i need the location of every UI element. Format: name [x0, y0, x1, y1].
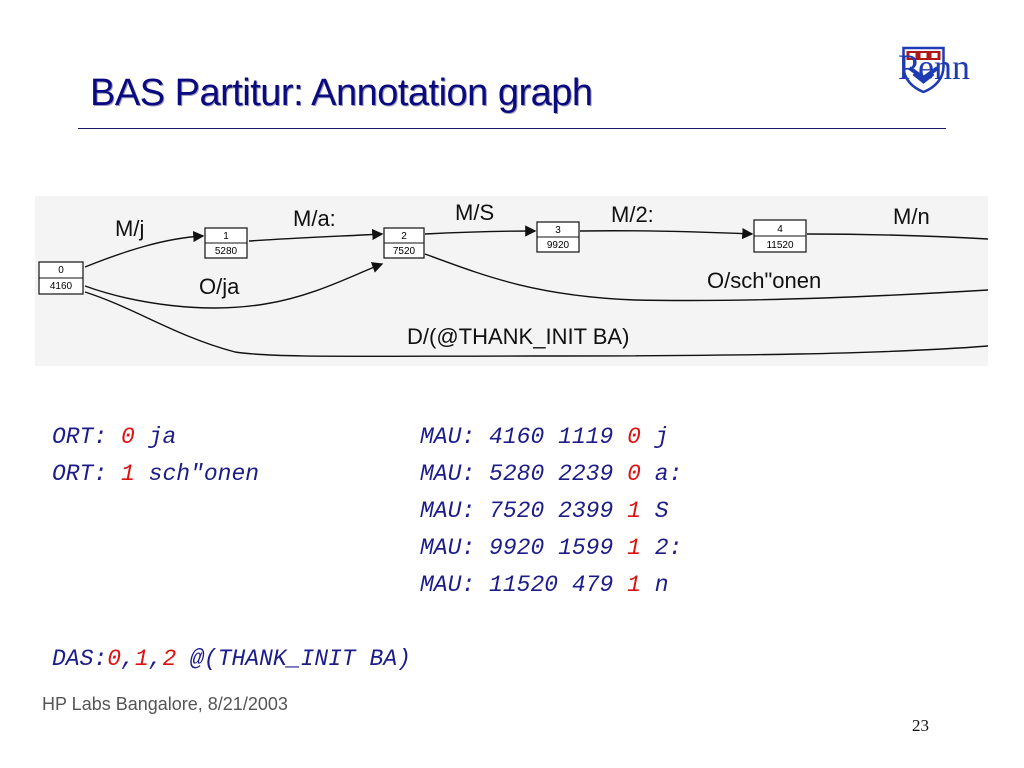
- das-index-2: 2: [162, 646, 177, 672]
- ort-line-1: ORT: 1 sch"onen: [52, 461, 259, 487]
- das-index-0: 0: [107, 646, 122, 672]
- page-number: 23: [912, 716, 929, 735]
- mau-tag: MAU:: [420, 461, 476, 487]
- das-value: @(THANK_INIT BA): [190, 646, 411, 672]
- ort-tag: ORT:: [52, 424, 108, 450]
- node-4-id: 4: [777, 224, 783, 235]
- mau-dur: 1119: [558, 424, 614, 450]
- arc-label-m-s: M/S: [455, 200, 494, 225]
- node-2-time: 7520: [393, 246, 416, 257]
- annotation-graph-svg: M/j M/a: M/S M/2: M/n O/ja O/sch"onen D/…: [38, 200, 988, 358]
- arc-o-ja: [84, 262, 384, 309]
- ort-word: sch"onen: [148, 461, 260, 487]
- ort-word: ja: [148, 424, 177, 450]
- mau-phone: n: [654, 572, 669, 598]
- mau-phone: j: [654, 424, 669, 450]
- arc-label-m-j: M/j: [115, 216, 144, 241]
- annotation-graph: M/j M/a: M/S M/2: M/n O/ja O/sch"onen D/…: [35, 196, 988, 366]
- arc-label-m-a: M/a:: [293, 206, 336, 231]
- graph-node-1: 1 5280: [204, 227, 248, 259]
- mau-line-4: MAU: 11520 479 1 n: [420, 572, 669, 598]
- title-divider: [78, 128, 946, 129]
- mau-tag: MAU:: [420, 424, 476, 450]
- mau-index: 1: [627, 535, 641, 561]
- arc-label-o-ja: O/ja: [199, 274, 240, 299]
- arc-o-schonen: [424, 253, 988, 302]
- node-2-id: 2: [401, 231, 407, 242]
- mau-index: 0: [627, 424, 641, 450]
- node-3-time: 9920: [547, 240, 570, 251]
- arc-d-thank: [84, 291, 988, 358]
- node-0-time: 4160: [50, 281, 73, 292]
- mau-tag: MAU:: [420, 572, 476, 598]
- arc-label-m-n: M/n: [893, 204, 930, 229]
- mau-start: 9920: [489, 535, 545, 561]
- penn-shield-icon: [902, 46, 945, 94]
- arc-label-o-schonen: O/sch"onen: [707, 268, 821, 293]
- graph-node-3: 3 9920: [536, 221, 580, 253]
- mau-tag: MAU:: [420, 535, 476, 561]
- mau-line-2: MAU: 7520 2399 1 S: [420, 498, 669, 524]
- ort-tag: ORT:: [52, 461, 108, 487]
- node-1-id: 1: [223, 231, 229, 242]
- ort-index: 0: [121, 424, 135, 450]
- mau-tag: MAU:: [420, 498, 476, 524]
- das-sep-0: ,: [121, 646, 135, 672]
- mau-phone: 2:: [654, 535, 683, 561]
- arc-m-s: [424, 225, 537, 237]
- mau-dur: 1599: [558, 535, 614, 561]
- das-tag: DAS:: [52, 646, 108, 672]
- node-4-time: 11520: [766, 240, 794, 251]
- mau-start: 5280: [489, 461, 545, 487]
- slide-title: BAS Partitur: Annotation graph: [90, 72, 593, 114]
- mau-line-0: MAU: 4160 1119 0 j: [420, 424, 669, 450]
- ort-line-0: ORT: 0 ja: [52, 424, 176, 450]
- mau-index: 1: [627, 498, 641, 524]
- mau-phone: S: [654, 498, 669, 524]
- node-1-time: 5280: [215, 246, 238, 257]
- node-3-id: 3: [555, 225, 561, 236]
- mau-line-3: MAU: 9920 1599 1 2:: [420, 535, 682, 561]
- graph-node-4: 4 11520: [753, 219, 807, 253]
- mau-line-1: MAU: 5280 2239 0 a:: [420, 461, 682, 487]
- das-sep-1: ,: [148, 646, 163, 672]
- mau-start: 4160: [489, 424, 545, 450]
- mau-start: 7520: [489, 498, 545, 524]
- mau-dur: 2239: [558, 461, 614, 487]
- mau-index: 0: [627, 461, 641, 487]
- arc-m-2: [579, 227, 754, 240]
- slide-footer: HP Labs Bangalore, 8/21/2003: [42, 694, 288, 714]
- arc-label-d-thank: D/(@THANK_INIT BA): [407, 324, 629, 349]
- graph-node-2: 2 7520: [383, 227, 425, 259]
- mau-start: 11520: [489, 572, 559, 598]
- graph-node-0: 0 4160: [38, 261, 84, 295]
- penn-logo-text: Penn: [898, 47, 970, 87]
- mau-dur: 2399: [558, 498, 614, 524]
- arc-label-m-2: M/2:: [611, 202, 654, 227]
- arc-m-n: [806, 233, 988, 240]
- mau-index: 1: [627, 572, 641, 598]
- das-line: DAS:0,1,2 @(THANK_INIT BA): [52, 646, 411, 672]
- arc-m-a: [248, 228, 384, 242]
- node-0-id: 0: [58, 265, 64, 276]
- mau-phone: a:: [654, 461, 683, 487]
- arc-m-j: [84, 230, 205, 268]
- ort-index: 1: [121, 461, 135, 487]
- mau-dur: 479: [571, 572, 614, 598]
- das-index-1: 1: [134, 646, 149, 672]
